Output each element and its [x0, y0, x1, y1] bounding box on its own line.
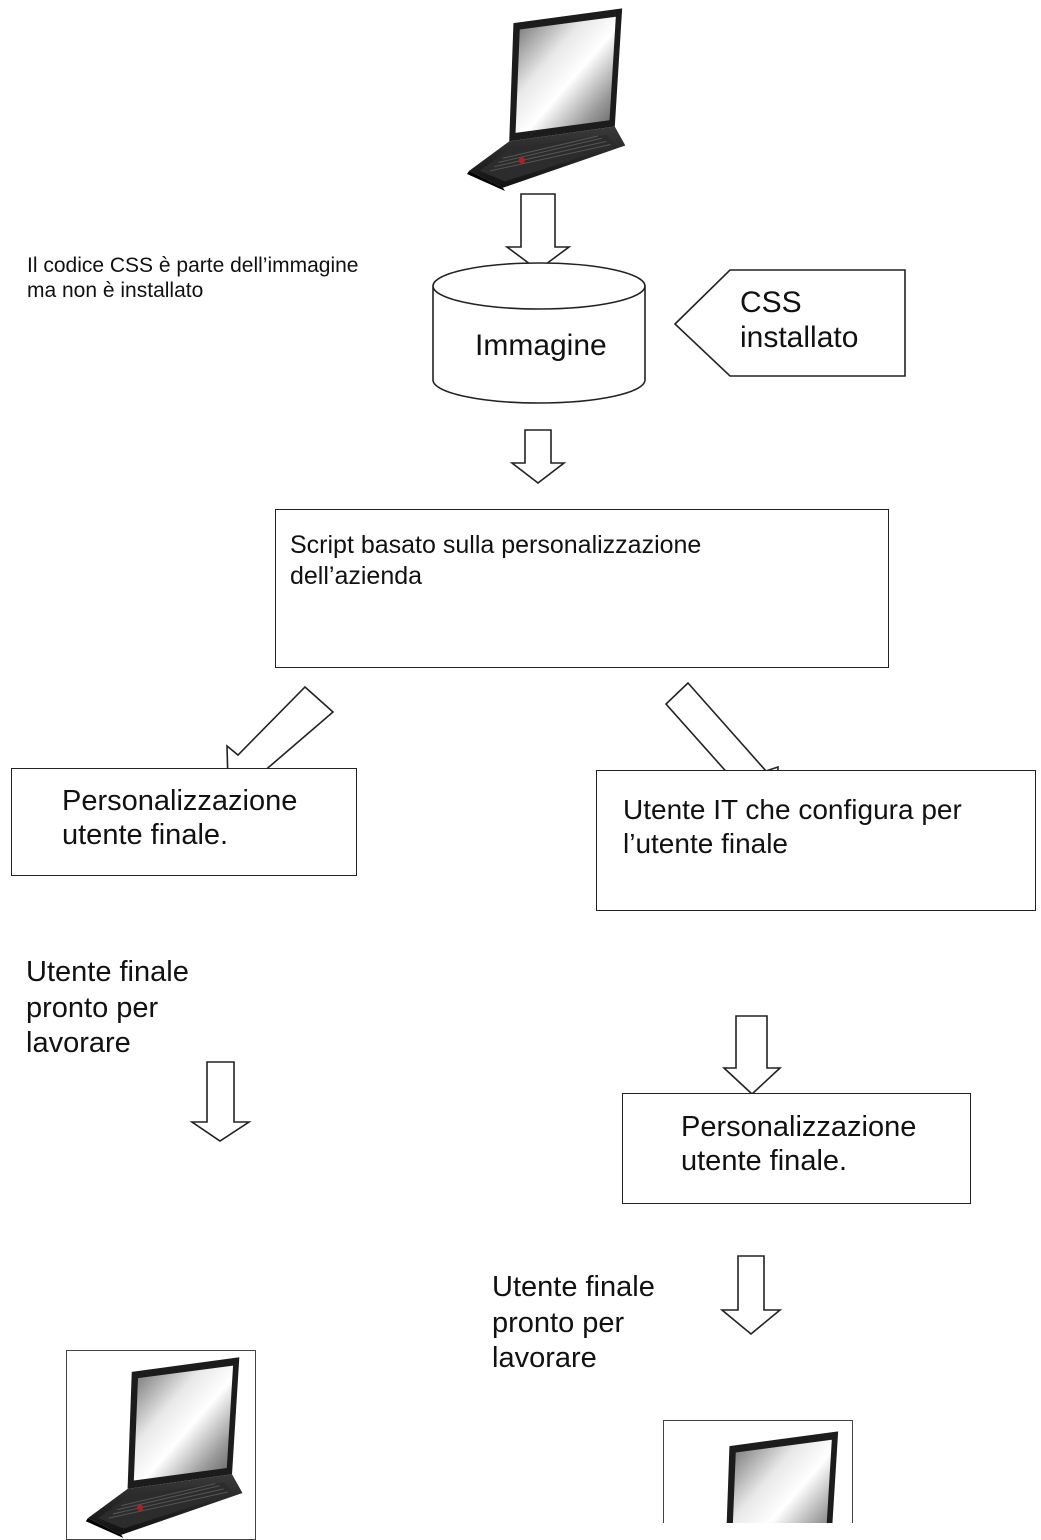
arrow-down-icon [189, 1061, 252, 1142]
laptop-icon [664, 1425, 853, 1523]
laptop-icon [448, 2, 638, 192]
script-box-label: Script basato sulla personalizzazione de… [290, 531, 702, 590]
right-ready-label: Utente finale pronto per lavorare [492, 1271, 655, 1375]
it-user-label: Utente IT che configura per l’utente fin… [623, 794, 962, 860]
tag-shape [673, 269, 906, 377]
css-in-image-note: Il codice CSS è parte dell’immagine ma n… [27, 254, 359, 302]
cylinder-shape [432, 262, 646, 404]
css-installed-label: CSS installato [740, 286, 859, 354]
right-customization-label: Personalizzazione utente finale. [681, 1111, 917, 1177]
it-user-box: Utente IT che configura per l’utente fin… [596, 770, 1036, 911]
arrow-down-icon [721, 1015, 783, 1096]
right-laptop-frame [663, 1420, 853, 1523]
laptop-icon [67, 1351, 255, 1539]
left-laptop-frame [66, 1350, 256, 1540]
left-customization-label: Personalizzazione utente finale. [62, 785, 298, 851]
arrow-down-icon [719, 1255, 783, 1336]
arrow-down-icon [504, 193, 572, 271]
right-customization-box: Personalizzazione utente finale. [622, 1093, 971, 1204]
script-box: Script basato sulla personalizzazione de… [275, 509, 889, 668]
image-store-label: Immagine [475, 329, 607, 362]
left-customization-box: Personalizzazione utente finale. [11, 768, 357, 876]
left-ready-label: Utente finale pronto per lavorare [26, 956, 189, 1060]
arrow-down-icon [509, 429, 567, 485]
